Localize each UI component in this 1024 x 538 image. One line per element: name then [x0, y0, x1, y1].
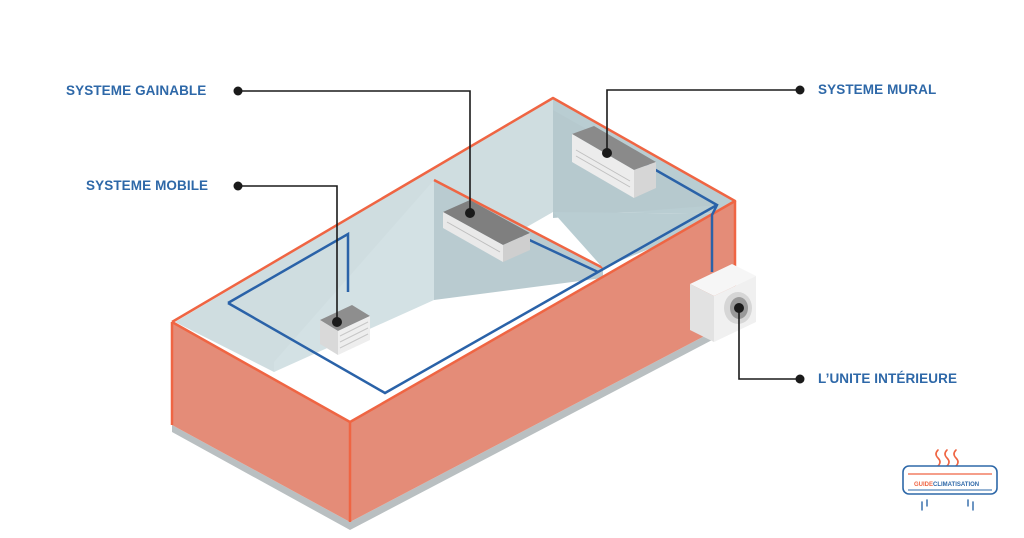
- mobile-label-dot: [233, 181, 243, 191]
- leader-unite: [738, 308, 800, 380]
- partition-wall-face: [274, 180, 434, 372]
- pipe-floor-loop: [227, 203, 718, 395]
- gainable-label-dot: [233, 86, 243, 96]
- partition-top-edge: [433, 178, 604, 270]
- guide-climatisation-logo: GUIDE CLIMATISATION: [902, 449, 998, 511]
- right-room-wall: [553, 212, 733, 268]
- leader-mural: [606, 89, 800, 153]
- label-systeme-gainable: SYSTEME GAINABLE: [66, 83, 207, 98]
- ac-unit-icon: [902, 465, 998, 495]
- leader-gainable: [238, 90, 471, 213]
- label-unite-interieure: L’UNITE INTÉRIEURE: [818, 371, 958, 386]
- logo-word-climatisation: CLIMATISATION: [933, 482, 979, 488]
- unite-label-dot: [795, 374, 805, 384]
- label-systeme-mural: SYSTEME MURAL: [818, 82, 937, 97]
- heat-waves-icon: [935, 449, 959, 467]
- leader-mobile: [238, 185, 338, 322]
- label-systeme-mobile: SYSTEME MOBILE: [86, 178, 209, 193]
- mural-unit: [572, 126, 656, 198]
- front-wall-right: [350, 201, 735, 522]
- logo-word-guide: GUIDE: [914, 482, 933, 488]
- gainable-unit: [443, 200, 530, 262]
- leader-lines: [238, 89, 800, 380]
- back-wall-left: [175, 98, 553, 372]
- airflow-icon: [921, 499, 974, 511]
- front-wall-left: [172, 322, 350, 522]
- pipe-mural: [611, 143, 719, 272]
- pipe-mobile: [227, 231, 350, 305]
- mural-label-dot: [795, 85, 805, 95]
